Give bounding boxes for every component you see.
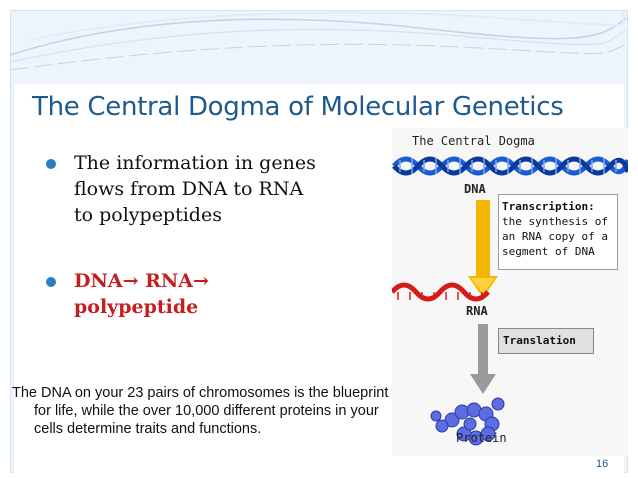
translation-box: Translation <box>498 328 594 354</box>
footnote-text-block: The DNA on your 23 pairs of chromosomes … <box>12 384 404 438</box>
footnote-text: The DNA on your 23 pairs of chromosomes … <box>12 385 389 437</box>
central-dogma-figure: The Central Dogma DNA Transcription: the… <box>392 128 628 456</box>
protein-icon <box>430 397 505 446</box>
translation-arrow-icon <box>470 324 496 394</box>
rna-label: RNA <box>466 304 488 318</box>
header-swoosh-decoration <box>9 9 627 71</box>
bullet-text-emphasis: DNA→ RNA→ polypeptide <box>74 270 209 318</box>
rna-strand-icon <box>392 282 490 302</box>
bullet-text: The information in genes flows from DNA … <box>74 152 316 226</box>
dna-helix-icon <box>392 156 628 176</box>
central-dogma-diagram <box>392 156 628 446</box>
bullet-dot-icon <box>46 159 56 169</box>
bullet-dot-icon <box>46 277 56 287</box>
bullet-item: The information in genes flows from DNA … <box>46 150 366 228</box>
transcription-description: the synthesis of an RNA copy of a segmen… <box>502 215 608 258</box>
page-number: 16 <box>596 458 609 470</box>
transcription-heading: Transcription: <box>502 200 595 213</box>
bullet-item: DNA→ RNA→ polypeptide <box>46 268 366 320</box>
transcription-box: Transcription: the synthesis of an RNA c… <box>498 194 618 270</box>
transcription-arrow-icon <box>468 200 498 298</box>
slide-title: The Central Dogma of Molecular Genetics <box>32 92 564 122</box>
dna-label: DNA <box>464 182 486 196</box>
figure-title: The Central Dogma <box>412 134 535 148</box>
bullet-list: The information in genes flows from DNA … <box>46 150 366 320</box>
protein-label: Protein <box>456 431 507 445</box>
